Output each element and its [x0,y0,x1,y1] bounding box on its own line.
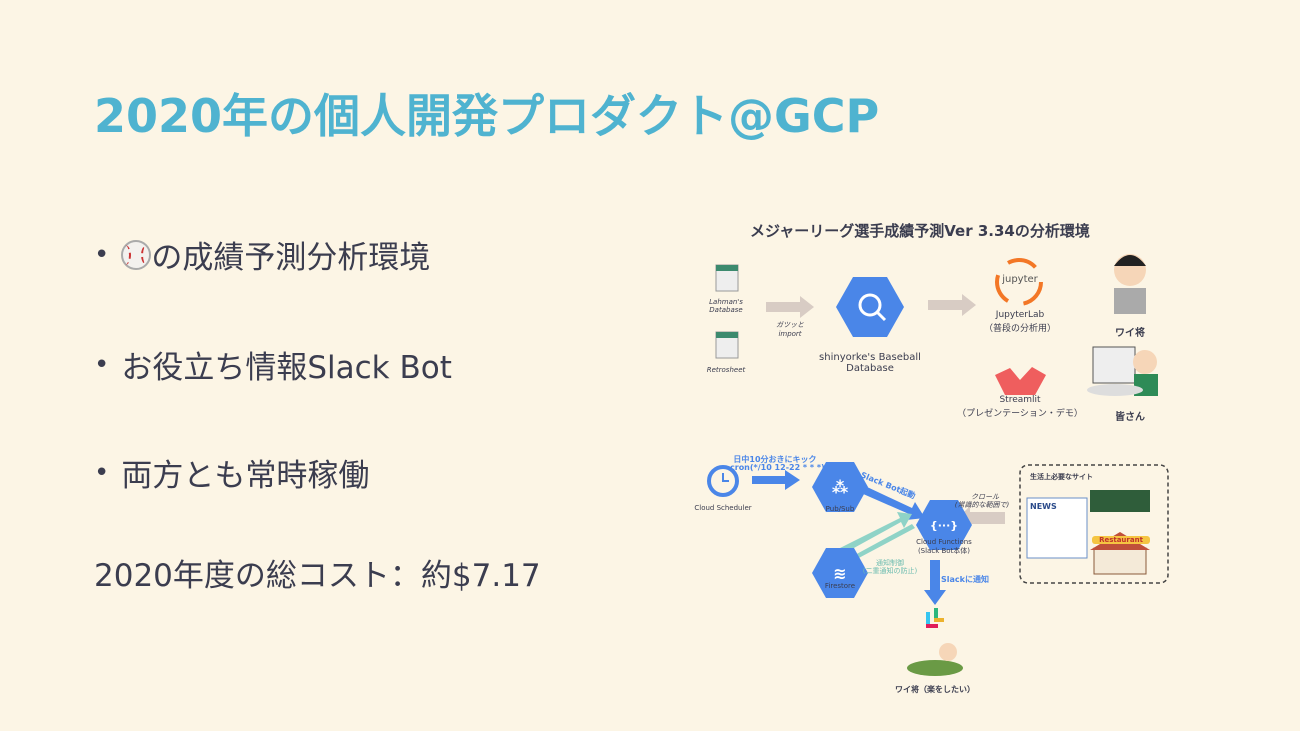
diagram-title: メジャーリーグ選手成績予測Ver 3.34の分析環境 [750,222,1090,240]
arrow-icon [840,512,912,554]
csv-label: Retrosheet [706,366,746,374]
arrow-icon [845,524,915,566]
video-call-icon [1087,346,1158,396]
analysis-diagram: メジャーリーグ選手成績予測Ver 3.34の分析環境 Lahman's Data… [690,210,1160,430]
arrow-icon [928,294,976,316]
slide-title: 2020年の個人開発プロダクト@GCP [94,89,880,143]
me-relax-label: ワイ将（楽をしたい） [895,685,975,694]
arrow-icon [766,296,814,318]
functions-sublabel: (Slack Bot本体) [917,547,971,555]
total-cost: 2020年度の総コスト：約$7.17 [94,558,541,594]
restaurant-label: Restaurant [1092,536,1150,544]
bigquery-label: shinyorke's Baseball Database [819,352,921,374]
streamlit-label: Streamlit [999,395,1041,405]
arrow-icon [924,560,946,605]
diagram1-shapes [715,254,1158,396]
notify-control-label: 通知制御 [876,559,904,567]
arrow-icon [752,470,800,490]
bullet-analysis: • の成績予測分析環境 [94,232,430,277]
bullet-text: お役立ち情報Slack Bot [121,350,452,386]
bullet-text: の成績予測分析環境 [151,240,431,276]
jupyter-logo-text: jupyter [1002,274,1038,285]
slack-logo-icon [926,608,944,628]
crawl-sublabel: (常識的な範囲で) [954,501,1010,509]
import-label: ガツッと import [776,321,804,338]
notify-control-sublabel: (二重通知の防止) [862,567,918,575]
bullet-dot: • [94,457,110,488]
pubsub-label: Pub/Sub [825,505,855,513]
bullet-always-on: • 両方とも常時稼働 [94,450,369,495]
bigquery-icon [836,277,904,337]
bullet-dot: • [94,239,110,270]
relaxing-person-icon [907,643,963,676]
firestore-label: Firestore [824,582,856,590]
jupyter-label: JupyterLab [995,310,1045,320]
slackbot-diagram: ⁂ {···} ≋ Cloud Scheduler 日中10分おきにキック cr… [690,440,1180,700]
sites-box [1019,464,1169,584]
csv-file-icon [715,264,739,292]
news-site-icon [1026,497,1088,559]
crawl-label: クロール [971,493,999,501]
sites-label: 生活上必要なサイト [1030,473,1093,481]
scoreboard-icon [1090,490,1150,512]
jupyter-sublabel: （普段の分析用） [983,324,1056,334]
streamlit-icon [995,367,1046,395]
person-icon [1114,254,1146,314]
cron-label: cron(*/10 12-22 * * *) [730,463,825,472]
scheduler-label: Cloud Scheduler [694,504,752,512]
news-label: NEWS [1030,502,1057,511]
bullet-slackbot: • お役立ち情報Slack Bot [94,342,452,387]
kick-label: 日中10分おきにキック [733,455,817,464]
clock-icon [707,465,739,497]
everyone-label: 皆さん [1115,412,1145,423]
baseball-icon [121,239,152,270]
bullet-text: 両方とも常時稼働 [121,458,370,494]
csv-label: Lahman's Database [709,298,743,314]
csv-file-icon [715,331,739,359]
me-label: ワイ将 [1115,328,1145,339]
functions-label: Cloud Functions [916,538,972,546]
bullet-dot: • [94,349,110,380]
streamlit-sublabel: （プレゼンテーション・デモ） [957,409,1083,419]
jupyter-logo-icon [995,258,1043,306]
notify-label: Slackに通知 [941,575,989,584]
